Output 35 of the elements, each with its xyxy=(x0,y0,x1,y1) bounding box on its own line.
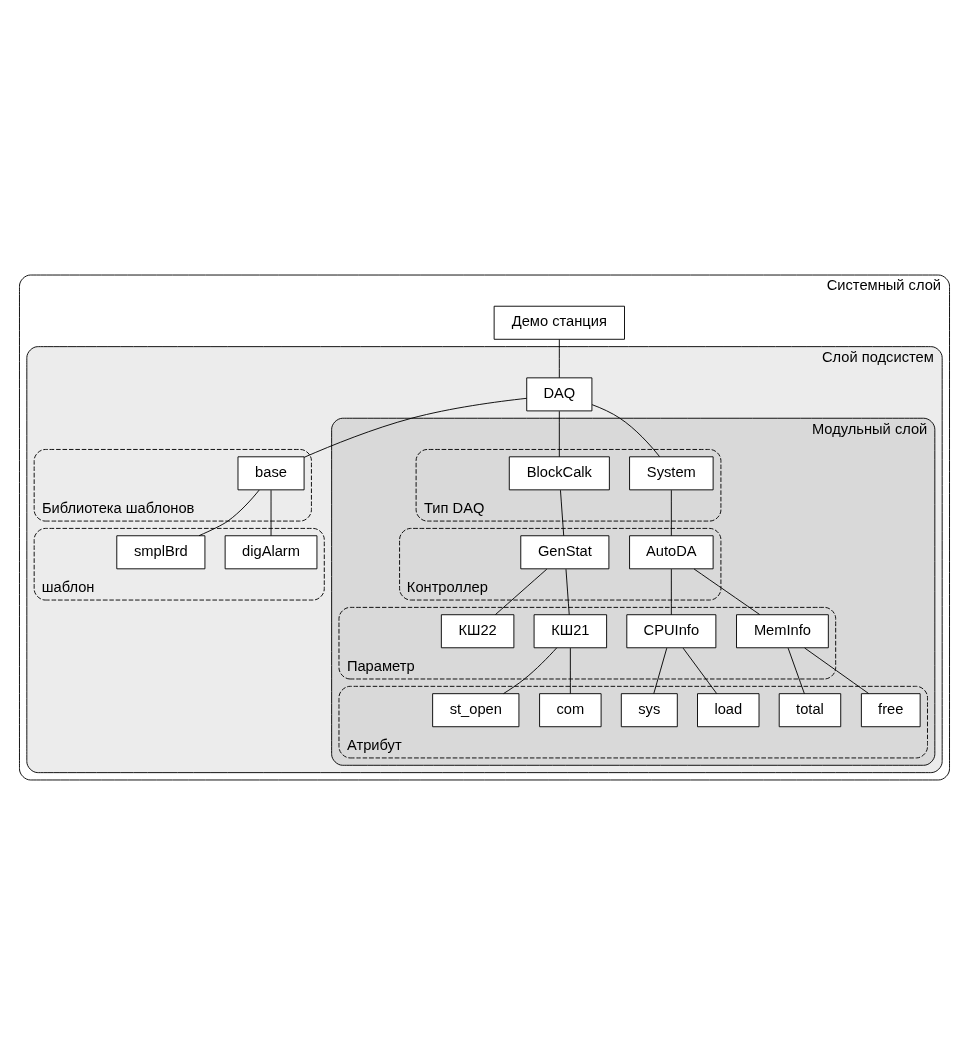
node-box: smplBrd xyxy=(116,535,206,570)
node-box: КШ21 xyxy=(533,614,608,649)
connector xyxy=(565,568,570,616)
node-box: System xyxy=(629,456,714,491)
node-box: st_open xyxy=(432,693,520,728)
node-box: digAlarm xyxy=(224,535,318,570)
node-box: GenStat xyxy=(520,535,610,570)
node-box: sys xyxy=(620,693,678,728)
connector xyxy=(558,339,560,379)
node-box: free xyxy=(860,693,921,728)
connector xyxy=(198,489,260,537)
node-box: MemInfo xyxy=(736,614,829,649)
connector xyxy=(270,489,272,537)
node-box: base xyxy=(237,456,305,491)
connector xyxy=(569,647,571,695)
node-box: BlockCalk xyxy=(508,456,610,491)
connector xyxy=(653,647,668,695)
connector xyxy=(494,568,548,616)
connector xyxy=(804,647,870,694)
connector xyxy=(558,410,560,458)
node-box: load xyxy=(697,693,760,728)
node-box: Демо станция xyxy=(493,305,625,340)
connector xyxy=(303,397,528,458)
connector xyxy=(560,489,565,537)
node-box: КШ22 xyxy=(440,614,515,649)
connector xyxy=(591,404,660,458)
connector xyxy=(693,568,761,615)
node-box: total xyxy=(778,693,842,728)
node-box: com xyxy=(539,693,602,728)
node-box: AutoDA xyxy=(629,535,714,570)
connector xyxy=(503,647,558,694)
node-box: DAQ xyxy=(526,377,593,412)
node-box: CPUInfo xyxy=(626,614,717,649)
connector xyxy=(670,489,672,537)
connector xyxy=(670,568,672,616)
